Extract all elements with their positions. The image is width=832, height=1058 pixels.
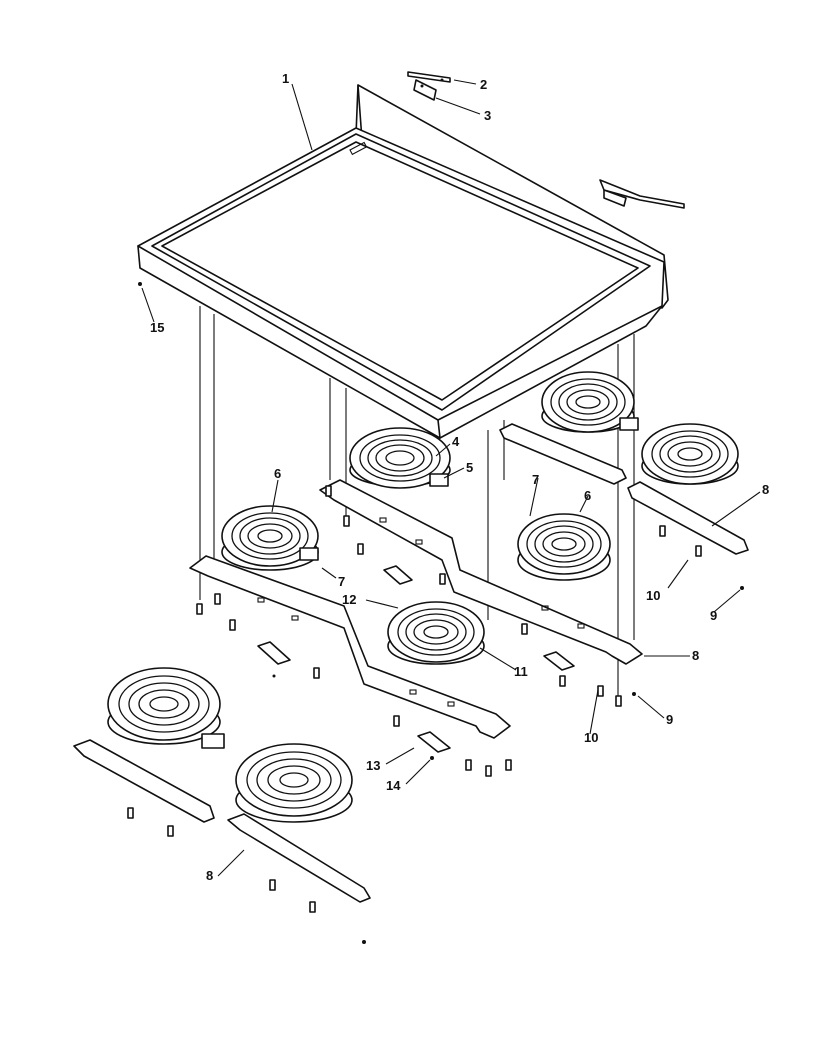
- element-bracket-right-top: [499, 423, 627, 485]
- callout-4: 4: [452, 434, 460, 449]
- leader-lines: [141, 79, 761, 877]
- callout-8-right: 8: [762, 482, 769, 497]
- callout-15: 15: [150, 320, 164, 335]
- callout-10-right: 10: [646, 588, 660, 603]
- callout-10-center: 10: [584, 730, 598, 745]
- cooktop-top: [137, 84, 669, 439]
- element-bracket-center: [319, 479, 643, 665]
- callout-labels: 1 2 3 4 5 6 6 7 7 8 8 8 9 9 10 10 11 12 …: [150, 71, 769, 883]
- callout-2: 2: [480, 77, 487, 92]
- element-bracket-right: [627, 481, 749, 555]
- screws: [127, 282, 744, 944]
- callout-6-left: 6: [274, 466, 281, 481]
- callout-13: 13: [366, 758, 380, 773]
- callout-3: 3: [484, 108, 491, 123]
- element-bracket-left-long: [189, 555, 511, 739]
- surface-element-upper-right: [541, 371, 639, 433]
- callout-9-center: 9: [666, 712, 673, 727]
- surface-element-upper-left: [349, 427, 451, 489]
- element-bracket-lower-center: [227, 813, 371, 903]
- bracket-part-2-3: [407, 71, 451, 101]
- bracket-right: [599, 179, 685, 209]
- callout-7-left: 7: [338, 574, 345, 589]
- callout-11: 11: [514, 664, 528, 679]
- clips: [257, 565, 575, 753]
- callout-5: 5: [466, 460, 473, 475]
- surface-element-center: [387, 601, 485, 665]
- callout-12: 12: [342, 592, 356, 607]
- surface-element-far-right: [641, 423, 739, 485]
- callout-8-lower: 8: [206, 868, 213, 883]
- callout-9-right: 9: [710, 608, 717, 623]
- surface-element-lower-left: [107, 667, 225, 749]
- surface-element-center-left: [221, 505, 319, 571]
- callout-8-center: 8: [692, 648, 699, 663]
- element-bracket-lower-left: [73, 739, 215, 823]
- callout-1: 1: [282, 71, 289, 86]
- surface-element-center-right: [517, 513, 611, 581]
- callout-14: 14: [386, 778, 401, 793]
- callout-6-right: 6: [584, 488, 591, 503]
- callout-7-right: 7: [532, 472, 539, 487]
- surface-element-lower-center: [235, 743, 353, 823]
